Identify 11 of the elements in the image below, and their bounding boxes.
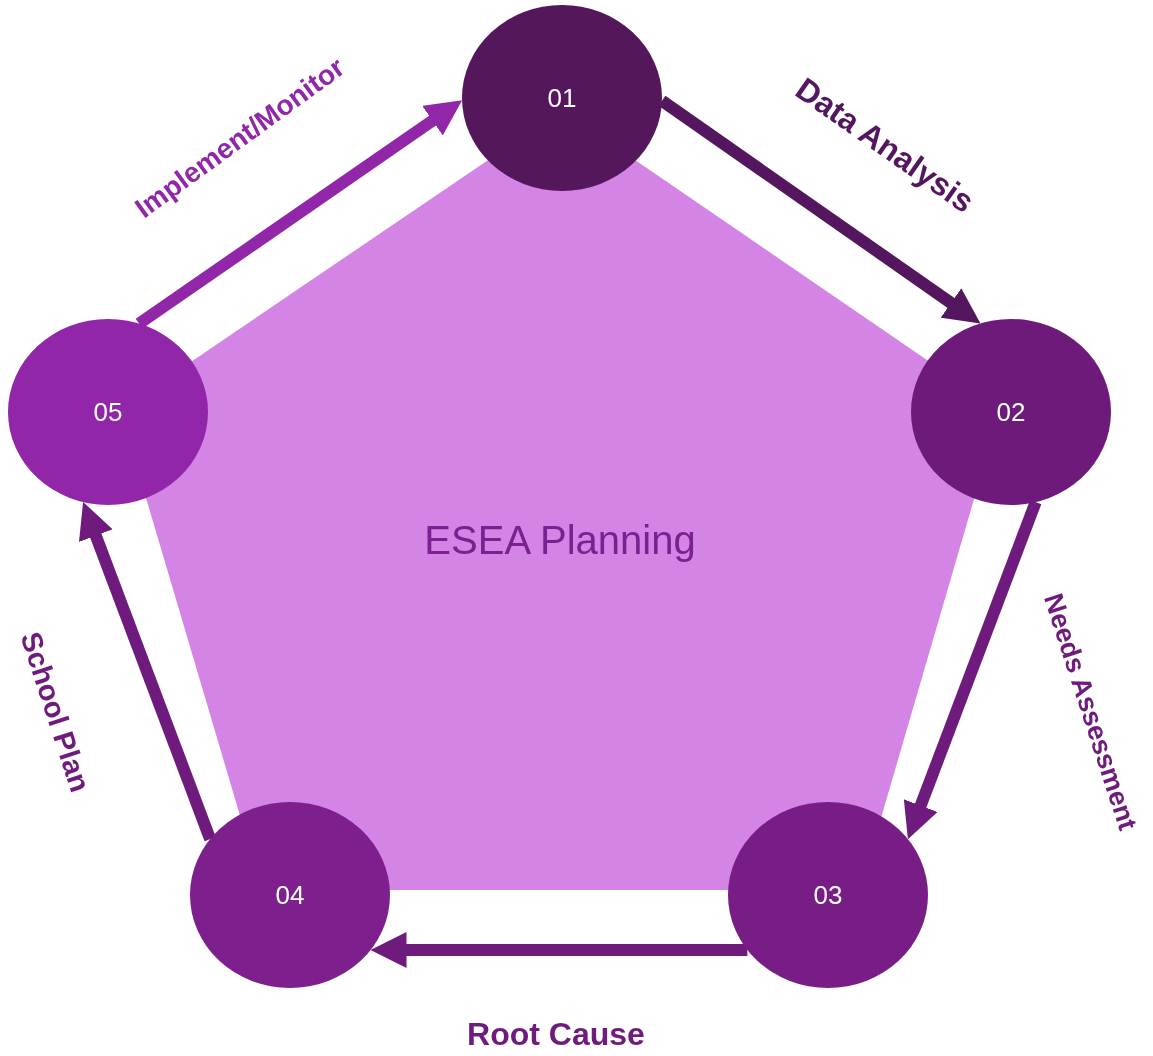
step-circle: 02 [911,319,1111,505]
step-circle: 05 [8,319,208,505]
arrow [903,500,1042,840]
edge-label: Root Cause [467,1018,645,1050]
step-circle: 03 [728,802,928,988]
arrow [79,502,216,842]
arrow [370,932,748,968]
step-circle: 01 [462,5,662,191]
title-text: ESEA Planning [424,517,696,564]
step-circle: 04 [190,802,390,988]
edge-label: School Plan [15,628,95,796]
